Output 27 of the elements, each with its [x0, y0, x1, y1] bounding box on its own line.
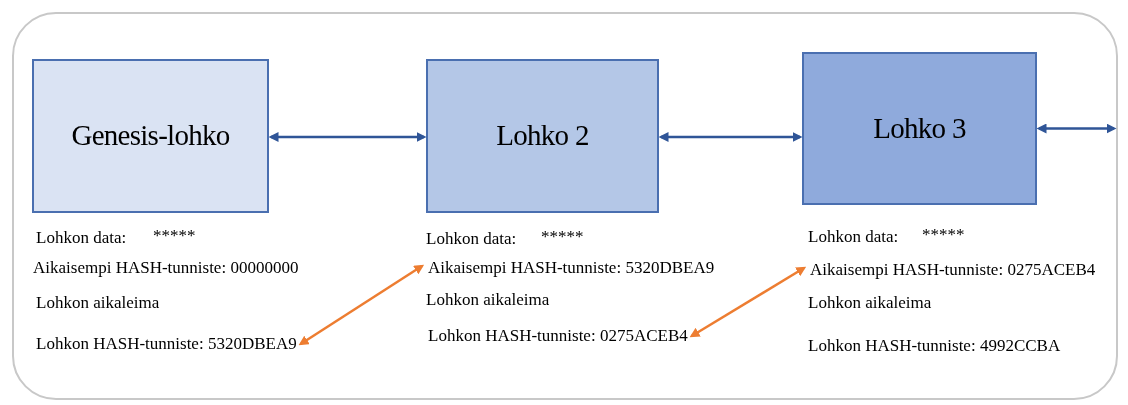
field-text: *****	[541, 226, 584, 248]
arrow	[689, 266, 807, 338]
block-box	[802, 52, 1037, 205]
block-title: Genesis-lohko	[71, 118, 230, 154]
field-text: Lohkon data:	[808, 226, 899, 248]
hash-text: Lohkon HASH-tunniste: 5320DBEA9	[36, 333, 297, 355]
hash-text: Aikaisempi HASH-tunniste: 0275ACEB4	[810, 259, 1096, 281]
block-box	[32, 59, 269, 213]
arrow	[1036, 123, 1117, 134]
field-text: Lohkon aikaleima	[36, 292, 160, 314]
field-text: Lohkon HASH-tunniste: 4992CCBA	[808, 335, 1061, 357]
arrow	[268, 132, 427, 142]
block-title: Lohko 3	[873, 110, 966, 146]
field-text: Lohkon data:	[36, 227, 127, 249]
field-text: Lohkon aikaleima	[808, 292, 932, 314]
block-title: Lohko 2	[496, 118, 589, 154]
hash-text: Aikaisempi HASH-tunniste: 5320DBEA9	[428, 257, 715, 279]
field-text: Lohkon aikaleima	[426, 289, 550, 311]
field-text: Aikaisempi HASH-tunniste: 00000000	[33, 257, 299, 279]
arrow	[298, 264, 425, 346]
block-box	[426, 59, 659, 213]
field-text: *****	[153, 225, 196, 247]
frame-background	[12, 12, 1118, 400]
arrow	[658, 132, 803, 142]
hash-text: Lohkon HASH-tunniste: 0275ACEB4	[428, 325, 688, 347]
field-text: *****	[922, 224, 965, 246]
field-text: Lohkon data:	[426, 228, 517, 250]
